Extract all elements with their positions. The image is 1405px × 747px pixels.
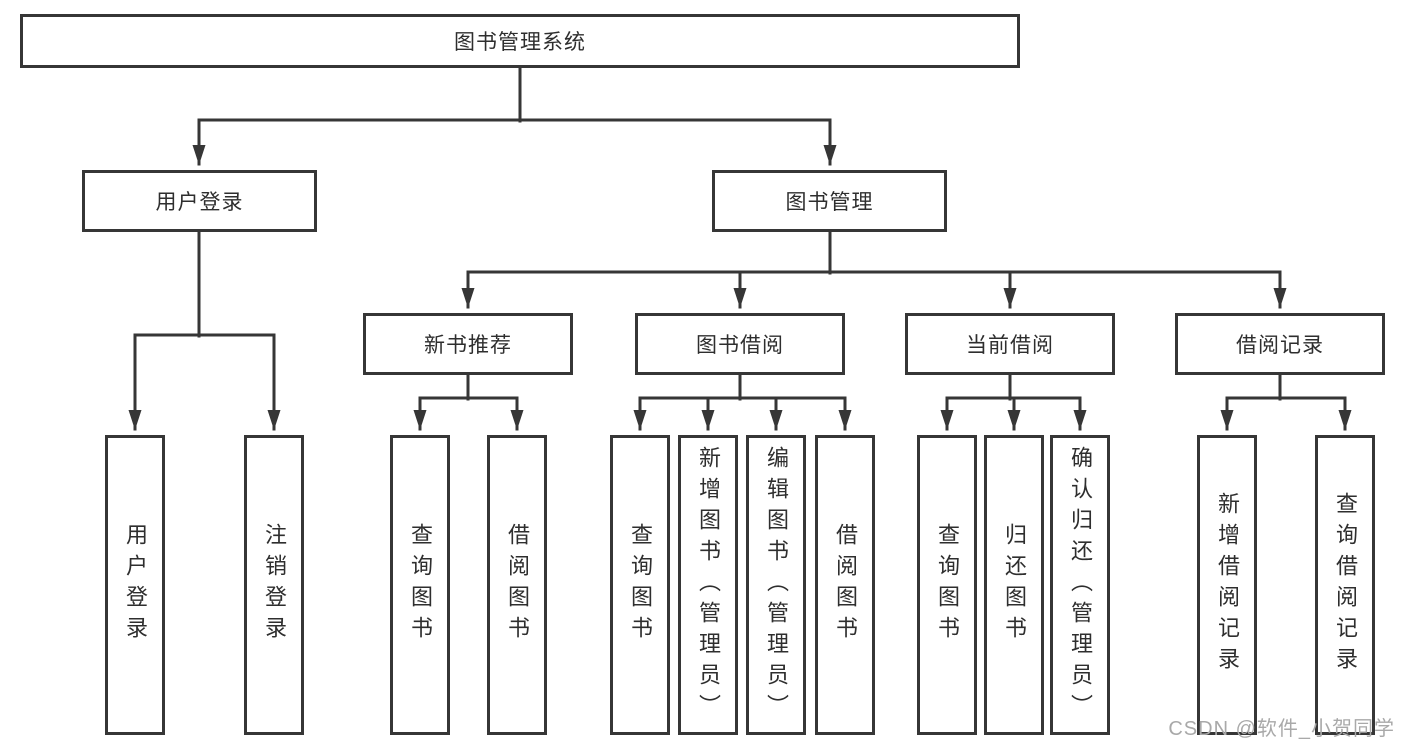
leaf-add-book-admin: 新增图书（管理员） — [678, 435, 738, 735]
leaf-edit-book-admin-label: 编辑图书（管理员） — [764, 445, 789, 725]
leaf-query-borrow-record-label: 查询借阅记录 — [1333, 492, 1358, 678]
node-book-borrow: 图书借阅 — [635, 313, 845, 375]
node-new-book-rec-label: 新书推荐 — [424, 334, 512, 357]
node-book-borrow-label: 图书借阅 — [696, 334, 784, 357]
leaf-return-book: 归还图书 — [984, 435, 1044, 735]
leaf-user-login-label: 用户登录 — [123, 523, 148, 647]
leaf-borrow-book-borrow-label: 借阅图书 — [833, 523, 858, 647]
leaf-query-book-rec-label: 查询图书 — [408, 523, 433, 647]
leaf-user-login: 用户登录 — [105, 435, 165, 735]
node-root-label: 图书管理系统 — [454, 31, 586, 54]
leaf-query-book-borrow: 查询图书 — [610, 435, 670, 735]
node-borrow-records: 借阅记录 — [1175, 313, 1385, 375]
node-root: 图书管理系统 — [20, 14, 1020, 68]
leaf-add-borrow-record-label: 新增借阅记录 — [1215, 492, 1240, 678]
leaf-add-borrow-record: 新增借阅记录 — [1197, 435, 1257, 735]
leaf-confirm-return-admin: 确认归还（管理员） — [1050, 435, 1110, 735]
leaf-query-book-current: 查询图书 — [917, 435, 977, 735]
leaf-add-book-admin-label: 新增图书（管理员） — [696, 445, 721, 725]
leaf-query-book-borrow-label: 查询图书 — [628, 523, 653, 647]
node-borrow-records-label: 借阅记录 — [1236, 334, 1324, 357]
leaf-logout: 注销登录 — [244, 435, 304, 735]
node-current-borrow-label: 当前借阅 — [966, 334, 1054, 357]
node-current-borrow: 当前借阅 — [905, 313, 1115, 375]
leaf-borrow-book-borrow: 借阅图书 — [815, 435, 875, 735]
leaf-confirm-return-admin-label: 确认归还（管理员） — [1068, 445, 1093, 725]
leaf-query-borrow-record: 查询借阅记录 — [1315, 435, 1375, 735]
leaf-query-book-rec: 查询图书 — [390, 435, 450, 735]
leaf-borrow-book-rec-label: 借阅图书 — [505, 523, 530, 647]
node-new-book-rec: 新书推荐 — [363, 313, 573, 375]
leaf-return-book-label: 归还图书 — [1002, 523, 1027, 647]
node-book-mgmt: 图书管理 — [712, 170, 947, 232]
leaf-query-book-current-label: 查询图书 — [935, 523, 960, 647]
leaf-borrow-book-rec: 借阅图书 — [487, 435, 547, 735]
node-user-login: 用户登录 — [82, 170, 317, 232]
node-book-mgmt-label: 图书管理 — [785, 191, 874, 214]
node-user-login-label: 用户登录 — [155, 191, 244, 214]
watermark: CSDN @软件_小贺同学 — [1168, 718, 1395, 740]
leaf-edit-book-admin: 编辑图书（管理员） — [746, 435, 806, 735]
leaf-logout-label: 注销登录 — [262, 523, 287, 647]
